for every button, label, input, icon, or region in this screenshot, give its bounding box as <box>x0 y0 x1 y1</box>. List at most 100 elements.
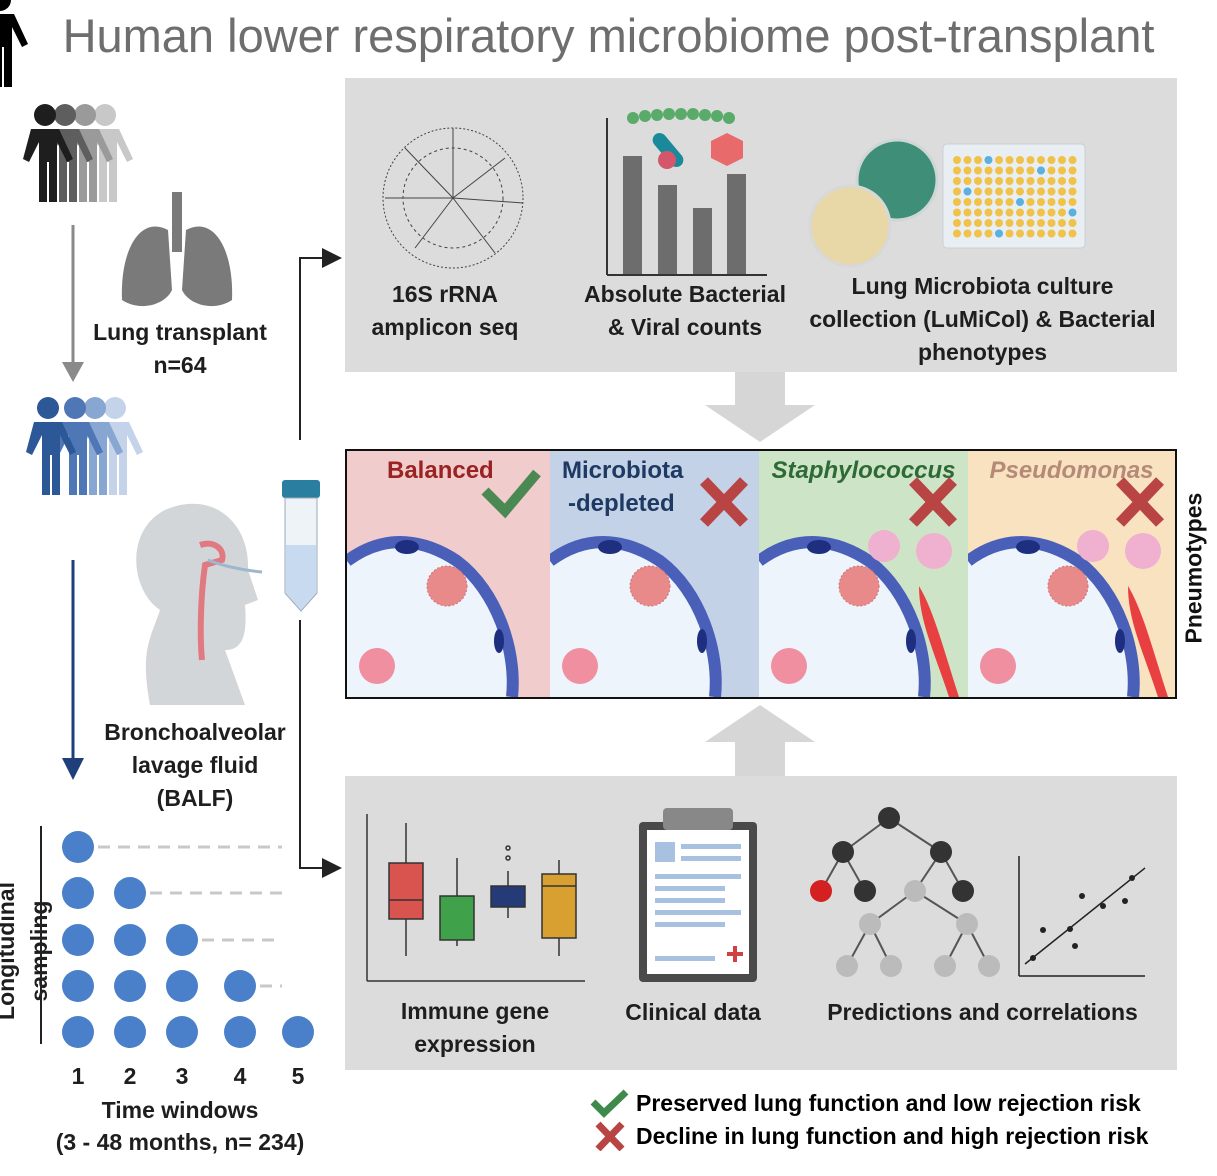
well <box>1016 208 1024 217</box>
well <box>1068 208 1077 217</box>
sample-dot <box>166 924 198 956</box>
well <box>953 187 961 196</box>
well <box>1016 187 1024 196</box>
sample-dot <box>62 877 94 909</box>
well <box>984 166 993 175</box>
well <box>1005 219 1014 227</box>
well <box>953 198 961 206</box>
well <box>974 166 982 175</box>
well <box>1005 208 1014 217</box>
transplant-n: n=64 <box>153 352 207 378</box>
time-window-label: 1 <box>71 1063 85 1089</box>
analyses-panel: Immune gene expression Clinical data Pre… <box>345 776 1177 1070</box>
well <box>1005 198 1014 206</box>
well <box>1016 177 1024 185</box>
label-line: Absolute Bacterial <box>584 281 786 307</box>
well <box>974 198 982 206</box>
well <box>963 177 972 185</box>
well <box>1058 177 1066 185</box>
well <box>963 166 972 175</box>
well <box>984 156 993 164</box>
alveolus-illustration <box>759 530 959 697</box>
data-sources-panel: 16S rRNA amplicon seq Absolute Bacterial… <box>345 78 1177 372</box>
amplicon-label: 16S rRNA amplicon seq <box>345 278 545 344</box>
well <box>1005 177 1014 185</box>
well <box>1016 198 1024 206</box>
well <box>1037 219 1045 227</box>
well <box>963 187 972 196</box>
time-window-label: 5 <box>291 1063 305 1089</box>
pneumotype-title: Staphylococcus <box>765 454 962 487</box>
well <box>1026 177 1035 185</box>
well <box>1005 166 1014 175</box>
well <box>995 177 1003 185</box>
patient-head-icon <box>136 503 263 705</box>
well <box>1016 229 1024 238</box>
scatter-plot-icon <box>1018 856 1146 977</box>
well <box>1058 219 1066 227</box>
well <box>1005 187 1014 196</box>
well <box>1047 198 1056 206</box>
well <box>1037 177 1045 185</box>
well <box>984 219 993 227</box>
well <box>984 198 993 206</box>
well <box>1037 229 1045 238</box>
cross-icon <box>1116 477 1164 527</box>
sample-dot <box>62 970 94 1002</box>
pneumotype-panel: Microbiota -depleted <box>550 451 759 697</box>
well <box>1058 198 1066 206</box>
check-icon <box>590 1089 629 1118</box>
sample-dot <box>166 1016 198 1048</box>
pneumotype-name: Pseudomonas <box>989 457 1154 484</box>
sample-dot <box>114 970 146 1002</box>
transplant-label: Lung transplant n=64 <box>85 316 275 382</box>
pneumotype-title: Microbiota -depleted <box>562 454 759 520</box>
well <box>974 187 982 196</box>
time-window-label: 4 <box>233 1063 247 1089</box>
well <box>995 198 1003 206</box>
well <box>1058 208 1066 217</box>
balf-line: (BALF) <box>156 785 234 811</box>
well <box>974 177 982 185</box>
well <box>1026 219 1035 227</box>
check-icon <box>481 469 541 519</box>
pneumotype-title: Balanced <box>353 454 544 487</box>
well <box>995 219 1003 227</box>
pneumotype-panel: Balanced <box>347 451 550 697</box>
well <box>1016 219 1024 227</box>
well <box>1047 187 1056 196</box>
well <box>1068 219 1077 227</box>
big-up-arrow <box>705 705 815 776</box>
well <box>995 187 1003 196</box>
well <box>953 219 961 227</box>
legend-text: Preserved lung function and low rejectio… <box>636 1090 1141 1116</box>
sample-dot <box>114 1016 146 1048</box>
well <box>1026 187 1035 196</box>
phylogenetic-tree-icon <box>382 127 524 269</box>
balf-label: Bronchoalveolar lavage fluid (BALF) <box>85 716 305 815</box>
well <box>1068 156 1077 164</box>
well <box>953 229 961 238</box>
pneumotype-panel: Staphylococcus <box>759 451 968 697</box>
well <box>963 219 972 227</box>
well <box>1026 156 1035 164</box>
label-line: expression <box>414 1031 536 1057</box>
well <box>953 208 961 217</box>
bar-chart-icon <box>606 108 767 276</box>
lungs-icon <box>121 192 233 307</box>
well <box>1026 198 1035 206</box>
culture-label: Lung Microbiota culture collection (LuMi… <box>795 270 1170 369</box>
sample-dot <box>224 1016 256 1048</box>
predictions-label: Predictions and correlations <box>827 999 1138 1025</box>
well <box>974 208 982 217</box>
well <box>1058 229 1066 238</box>
time-label: Time windows <box>101 1097 259 1123</box>
label-line: 16S rRNA <box>391 281 499 307</box>
well <box>953 156 961 164</box>
pneumotypes-panel: Balanced Microbiota -depleted <box>345 449 1177 699</box>
well <box>1068 177 1077 185</box>
alveolus-illustration <box>550 536 722 697</box>
well <box>974 156 982 164</box>
well <box>995 229 1003 238</box>
